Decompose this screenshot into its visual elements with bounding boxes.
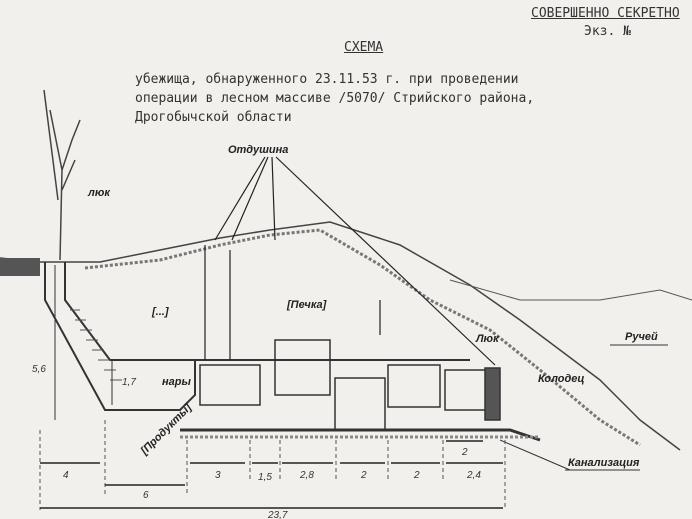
dimension-arrows: [40, 440, 503, 509]
dim-2-8: 2,8: [299, 470, 314, 481]
label-well: Колодец: [538, 373, 585, 385]
hill-line: [449, 279, 692, 301]
ground-surface: [0, 221, 681, 451]
copy-number: Экз. №: [584, 24, 631, 39]
page-title: СХЕМА: [344, 40, 384, 55]
label-hatch-left: люк: [87, 187, 111, 199]
label-stove: [Печка]: [286, 299, 327, 311]
tree-drawing: [43, 89, 81, 261]
subtitle-line-2: операции в лесном массиве /5070/ Стрийск…: [135, 91, 535, 106]
dim-2-4: 2,4: [466, 470, 481, 481]
label-vent: Отдушина: [228, 144, 288, 156]
dim-2a: 2: [360, 470, 367, 481]
height-total: 5,6: [32, 364, 46, 375]
label-hatch-right: Люк: [475, 333, 500, 345]
sewer-leader: [499, 439, 571, 471]
stairs: [70, 309, 122, 381]
dim-total: 23,7: [267, 510, 288, 519]
dim-2b: 2: [413, 470, 420, 481]
label-bunks: нары: [162, 376, 191, 388]
dim-3: 3: [215, 470, 221, 481]
subtitle-line-1: убежища, обнаруженного 23.11.53 г. при п…: [135, 72, 519, 87]
ground-block: [0, 258, 40, 276]
rooms: [199, 339, 501, 431]
label-unknown: [...]: [151, 306, 169, 318]
label-sewer: Канализация: [568, 457, 640, 469]
dim-2c: 2: [461, 447, 468, 458]
vertical-dims: [54, 265, 113, 420]
subtitle-line-3: Дрогобычской области: [135, 110, 292, 125]
dimension-guides: [39, 420, 506, 510]
vent-arrows: [204, 156, 496, 366]
height-room: 1,7: [122, 377, 136, 388]
dim-1-5: 1,5: [258, 472, 272, 483]
dim-4: 4: [63, 470, 69, 481]
mound-outline: [84, 228, 641, 447]
label-stream: Ручей: [625, 331, 658, 343]
classification-stamp: СОВЕРШЕННО СЕКРЕТНО: [531, 6, 680, 21]
dim-6: 6: [143, 490, 149, 501]
